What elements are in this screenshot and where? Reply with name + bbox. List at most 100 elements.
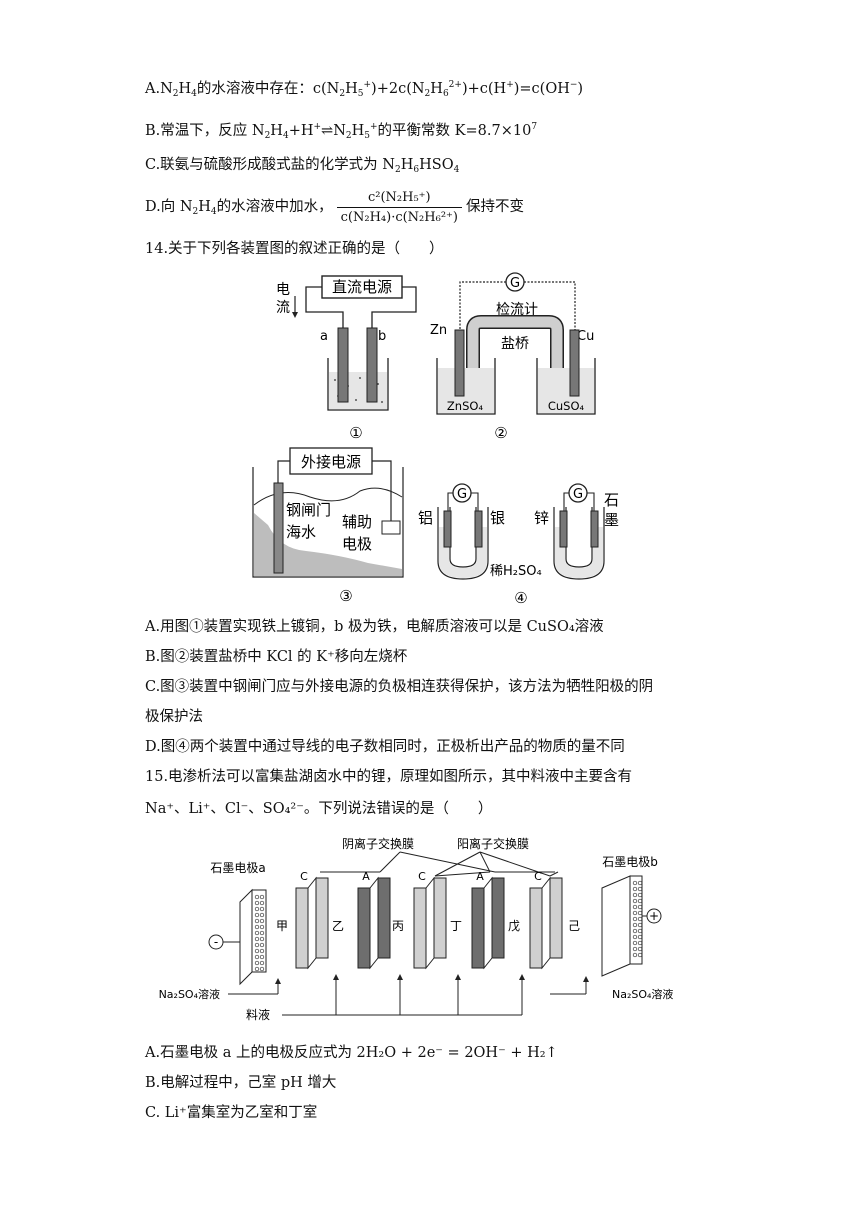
galvanometer-right-label: G [573, 487, 583, 502]
chamber-label: 己 [568, 919, 580, 933]
ag-electrode [474, 510, 483, 548]
electrode-a [337, 327, 349, 403]
q13-c-text: C.联氨与硫酸形成酸式盐的化学式为 N [145, 157, 395, 173]
cation-membrane-label: 阳离子交换膜 [457, 836, 529, 851]
q13-d-text-3: 保持不变 [465, 199, 524, 215]
membrane-anion-1: A [357, 870, 391, 970]
chamber-label: 乙 [332, 919, 344, 933]
zn-label-2: 锌 [534, 509, 549, 527]
electrode-b [366, 327, 378, 403]
electrode-a-label: a [320, 329, 328, 344]
current-label-2: 流 [276, 300, 290, 316]
q13-a-text-3: +c(H [467, 81, 507, 97]
zn-label: Zn [430, 323, 447, 338]
equilibrium-arrow: ⇌ [321, 123, 334, 139]
q15-stem: 15.电渗析法可以富集盐湖卤水中的锂，原理如图所示，其中料液中主要含有 [145, 769, 633, 785]
feed-label: 料液 [246, 1007, 270, 1022]
q13-a-text-2: 的水溶液中存在：c(N [196, 81, 340, 97]
cu-electrode [569, 329, 580, 397]
current-label: 电 [276, 282, 290, 298]
aux-electrode-label: 辅助 [342, 513, 372, 531]
q15-option-c: C. Li⁺富集室为乙室和丁室 [145, 1105, 318, 1121]
feed-lines [228, 980, 587, 1016]
q13-b-text: B.常温下，反应 N [145, 123, 265, 139]
q14-option-a: A.用图①装置实现铁上镀铜，b 极为铁，电解质溶液可以是 CuSO₄溶液 [145, 619, 604, 635]
galvanometer-left-label: G [457, 487, 467, 502]
q14-option-b: B.图②装置盐桥中 KCl 的 K⁺移向左烧杯 [145, 649, 408, 665]
fraction-denominator: c(N₂H₄)·c(N₂H₆²⁺) [340, 209, 458, 225]
figure-3-number: ③ [339, 587, 352, 605]
al-electrode [443, 510, 452, 548]
aux-electrode-label-2: 电极 [342, 535, 372, 553]
q13-d-text: D.向 N [145, 199, 193, 215]
figure-2-number: ② [494, 424, 507, 442]
q13-c-text-2: HSO [419, 157, 454, 173]
negative-sign: - [214, 935, 218, 949]
figure-cathodic-protection: 外接电源 钢闸门 海水 辅助 电极 ③ [252, 447, 404, 605]
fraction-numerator: c²(N₂H₅⁺) [336, 189, 462, 208]
membrane-type-label: C [300, 870, 308, 883]
q14-stem: 14.关于下列各装置图的叙述正确的是（ ） [145, 241, 444, 257]
membrane-cation-4: C [529, 870, 563, 970]
q15-option-a: A.石墨电极 a 上的电极反应式为 2H₂O + 2e⁻ = 2OH⁻ + H₂… [145, 1045, 558, 1061]
chamber-label: 丁 [450, 919, 462, 933]
membrane-anion-3: A [471, 870, 505, 970]
membrane-leader-lines [320, 851, 559, 877]
q13-d-text-2: 的水溶液中加水， [216, 199, 333, 215]
na2so4-left-label: Na₂SO₄溶液 [159, 987, 220, 1001]
q13-a-text-5: ) [577, 81, 584, 97]
al-label: 铝 [418, 509, 433, 527]
graphite-electrode-b [601, 875, 643, 977]
steel-gate [273, 482, 284, 574]
membrane-type-label: C [534, 870, 542, 883]
tank [252, 467, 404, 578]
sea-floor [254, 513, 402, 576]
external-source-box [289, 447, 373, 475]
q15-stem-continued: Na⁺、Li⁺、Cl⁻、SO₄²⁻。下列说法错误的是（ ） [145, 801, 493, 817]
figure-u-tubes: G 铝 银 G 锌 石 墨 稀H₂SO₄ ④ [418, 483, 619, 607]
q13-option-a: A.N2H4的水溶液中存在：c(N2H5+)+2c(N2H62+)+c(H+)=… [145, 80, 584, 99]
figure-4-number: ④ [514, 589, 527, 607]
figure-galvanic-cell: G 检流计 盐桥 Zn Cu ZnSO₄ CuSO₄ ② [430, 272, 596, 442]
q14-option-c-continued: 极保护法 [145, 709, 203, 725]
q13-a-text: A.N [145, 81, 173, 97]
na2so4-right-label: Na₂SO₄溶液 [612, 987, 673, 1001]
external-source-label: 外接电源 [301, 453, 361, 471]
zn-electrode [454, 329, 465, 397]
electrode-b-label: 石墨电极b [602, 855, 658, 869]
anion-membrane-label: 阴离子交换膜 [342, 836, 414, 851]
chamber-label: 丙 [392, 919, 404, 933]
seawater-label: 海水 [286, 523, 316, 541]
q15-option-b: B.电解过程中，己室 pH 增大 [145, 1075, 337, 1091]
graphite-label-2: 墨 [604, 511, 619, 529]
q13-a-text-4: )=c(OH [513, 81, 570, 97]
salt-bridge-label: 盐桥 [501, 336, 529, 352]
right-beaker [536, 358, 596, 415]
figure-electrolysis: 直流电源 电 流 a b ① [276, 275, 417, 442]
q13-b-text-3: 的平衡常数 K=8.7×10 [377, 123, 532, 139]
membrane-cation-2: C [413, 870, 447, 970]
ratio-fraction: c²(N₂H₅⁺)c(N₂H₄)·c(N₂H₆²⁺) [336, 189, 462, 226]
galvanometer-label: G [510, 276, 520, 291]
q14-option-d: D.图④两个装置中通过导线的电子数相同时，正极析出产品的物质的量不同 [145, 739, 625, 755]
membrane-cation-0: C [295, 870, 329, 970]
cu-label: Cu [577, 329, 594, 344]
positive-sign: + [649, 909, 659, 923]
graphite-electrode [590, 510, 599, 548]
membrane-type-label: C [418, 870, 426, 883]
graphite-label: 石 [604, 491, 619, 509]
q13-option-b: B.常温下，反应 N2H4+H+⇌N2H5+的平衡常数 K=8.7×107 [145, 122, 538, 141]
electrode-a-label: 石墨电极a [210, 861, 265, 875]
zn-electrode-2 [559, 510, 568, 548]
membrane-type-label: A [362, 870, 370, 883]
figure-1-number: ① [349, 424, 362, 442]
q13-b-exponent: 7 [531, 122, 538, 132]
electrode-b-label: b [378, 329, 386, 344]
dilute-h2so4-label: 稀H₂SO₄ [490, 564, 542, 579]
beaker [327, 358, 389, 411]
membrane-type-label: A [476, 870, 484, 883]
steel-gate-label: 钢闸门 [286, 501, 331, 519]
q14-option-c: C.图③装置中钢闸门应与外接电源的负极相连获得保护，该方法为牺牲阳极的阴 [145, 679, 654, 695]
cuso4-label: CuSO₄ [548, 399, 585, 413]
